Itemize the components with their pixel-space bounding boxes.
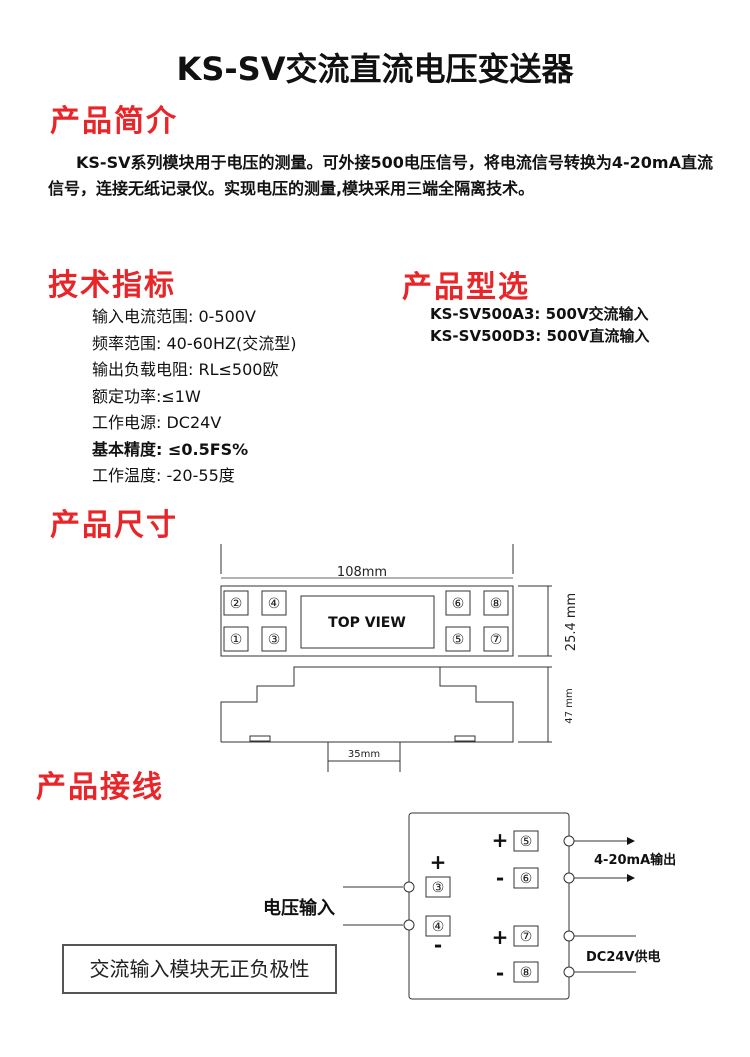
top-view-outline bbox=[220, 585, 514, 657]
model-item: KS-SV500D3: 500V直流输入 bbox=[430, 327, 650, 345]
minus-sign: - bbox=[434, 933, 442, 957]
terminal-label: ⑦ bbox=[490, 632, 503, 648]
terminal-label: ⑦ bbox=[520, 929, 533, 945]
power-label: DC24V供电 bbox=[586, 949, 660, 965]
width-label: 108mm bbox=[337, 565, 387, 580]
terminal-label: ⑥ bbox=[452, 596, 465, 612]
terminal-label: ⑧ bbox=[520, 965, 533, 981]
terminal-label: ③ bbox=[268, 632, 281, 648]
specs-heading: 技术指标 bbox=[48, 268, 176, 303]
spec-item: 工作温度: -20-55度 bbox=[92, 466, 235, 485]
model-item: KS-SV500A3: 500V交流输入 bbox=[430, 305, 649, 323]
rail-label: 35mm bbox=[348, 749, 380, 760]
module-outline bbox=[408, 812, 570, 1000]
height-label: 25.4 mm bbox=[564, 593, 579, 651]
model-list: KS-SV500A3: 500V交流输入 KS-SV500D3: 500V直流输… bbox=[430, 303, 649, 347]
minus-sign: - bbox=[496, 866, 504, 890]
top-view-label-box bbox=[300, 595, 435, 649]
terminal-label: ⑥ bbox=[520, 871, 533, 887]
spec-item: 基本精度: ≤0.5FS% bbox=[92, 439, 249, 459]
spec-item: 输出负载电阻: RL≤500欧 bbox=[92, 360, 279, 379]
terminal-label: ③ bbox=[432, 880, 445, 896]
plus-sign: + bbox=[430, 850, 447, 874]
depth-label: 47 mm bbox=[564, 688, 575, 723]
output-label: 4-20mA输出 bbox=[594, 852, 676, 868]
terminal-label: ④ bbox=[268, 596, 281, 612]
terminal-label: ② bbox=[230, 596, 243, 612]
spec-item: 输入电流范围: 0-500V bbox=[92, 307, 256, 326]
plus-sign: + bbox=[492, 925, 509, 949]
terminal-label: ④ bbox=[432, 919, 445, 935]
models-heading: 产品型选 bbox=[402, 270, 530, 305]
spec-list: 输入电流范围: 0-500V 频率范围: 40-60HZ(交流型) 输出负载电阻… bbox=[92, 304, 296, 490]
terminal-label: ⑤ bbox=[452, 632, 465, 648]
input-label: 电压输入 bbox=[263, 897, 335, 919]
plus-sign: + bbox=[492, 828, 509, 852]
terminal-label: ① bbox=[230, 632, 243, 648]
side-view-outline bbox=[220, 666, 514, 743]
dimension-drawing: 108mm TOP VIEW ② ④ ① ③ ⑥ ⑧ ⑤ ⑦ 25.4 mm 4… bbox=[220, 544, 579, 772]
terminal-label: ⑧ bbox=[490, 596, 503, 612]
intro-heading: 产品简介 bbox=[50, 104, 178, 139]
spec-item: 工作电源: DC24V bbox=[92, 413, 222, 432]
wiring-diagram: ⑤ ⑥ ⑦ ⑧ ③ ④ + - + - + - 4-20mA输出 DC24V供电… bbox=[263, 812, 676, 1000]
intro-text: KS-SV系列模块用于电压的测量。可外接500电压信号，将电流信号转换为4-20… bbox=[48, 153, 713, 198]
terminal-label: ⑤ bbox=[520, 834, 533, 850]
spec-item: 额定功率:≤1W bbox=[92, 386, 201, 406]
top-view-label: TOP VIEW bbox=[328, 615, 406, 631]
wiring-heading: 产品接线 bbox=[36, 770, 164, 805]
minus-sign: - bbox=[496, 961, 504, 985]
spec-item: 频率范围: 40-60HZ(交流型) bbox=[92, 333, 297, 353]
polarity-note: 交流输入模块无正负极性 bbox=[62, 944, 337, 994]
page-title: KS-SV交流直流电压变送器 bbox=[176, 50, 574, 88]
dimension-heading: 产品尺寸 bbox=[50, 508, 178, 543]
